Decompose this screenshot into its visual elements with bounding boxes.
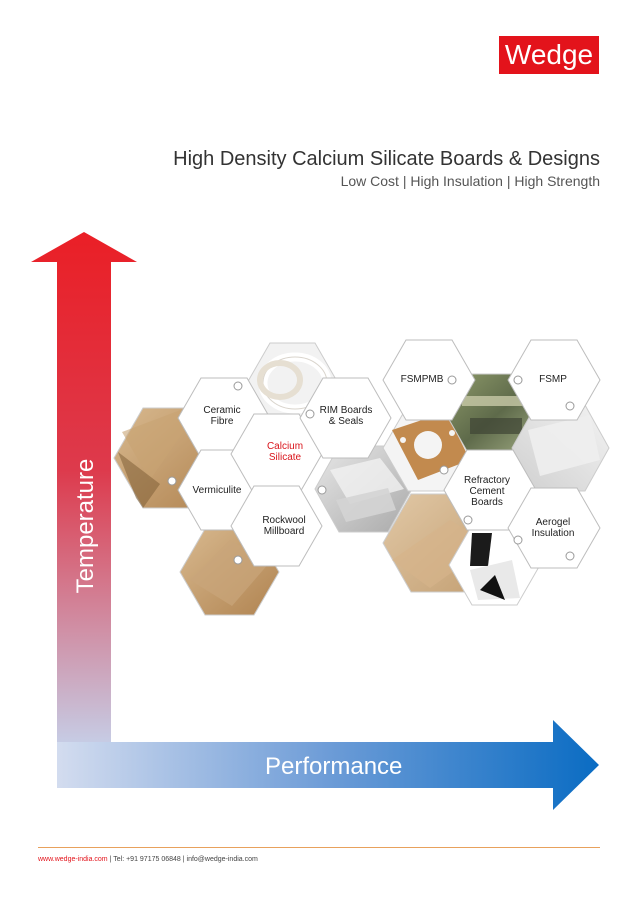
footer-separator: | (180, 856, 187, 863)
label-calcium-silicate: Calcium Silicate (266, 441, 304, 463)
label-rockwool-millboard: Rockwool Millboard (262, 515, 306, 537)
connector-dot (317, 485, 327, 495)
connector-dot (463, 515, 473, 525)
hex-rim-boards-seals (299, 377, 392, 459)
connector-dot (233, 381, 243, 391)
x-axis-label: Performance (265, 753, 403, 780)
connector-dot (305, 409, 315, 419)
hex-rockwool-millboard (230, 485, 323, 567)
connector-dot (513, 535, 523, 545)
label-refractory-cement-boards: Refractory Cement Boards (463, 475, 511, 508)
brand-logo: Wedge (499, 36, 599, 74)
connector-dot (233, 555, 243, 565)
footer: www.wedge-india.com | Tel: +91 97175 068… (38, 856, 258, 863)
connector-dot (513, 375, 523, 385)
connector-dot (565, 551, 575, 561)
label-fsmpmb: FSMPMB (400, 374, 444, 385)
label-vermiculite: Vermiculite (192, 485, 242, 496)
email-link[interactable]: info@wedge-india.com (186, 856, 258, 863)
label-ceramic-fibre: Ceramic Fibre (203, 405, 241, 427)
label-rim-boards-seals: RIM Boards & Seals (319, 405, 373, 427)
connector-dot (167, 476, 177, 486)
hex-photo-white-sheet (511, 404, 610, 492)
footer-separator: | (107, 856, 114, 863)
footer-divider (38, 847, 600, 848)
connector-dot (565, 401, 575, 411)
hex-aerogel (507, 487, 601, 569)
performance-arrow (57, 720, 599, 810)
website-link[interactable]: www.wedge-india.com (38, 856, 108, 863)
temperature-arrow (31, 232, 137, 760)
hex-fsmpmb (382, 339, 476, 421)
label-fsmp: FSMP (539, 374, 567, 385)
page-title: High Density Calcium Silicate Boards & D… (173, 148, 600, 170)
page-subtitle: Low Cost | High Insulation | High Streng… (340, 173, 600, 189)
connector-dot (439, 465, 449, 475)
connector-dot (447, 375, 457, 385)
label-aerogel-insulation: Aerogel Insulation (531, 517, 575, 539)
phone-number: Tel: +91 97175 06848 (113, 856, 181, 863)
hex-photo-grey-boards (314, 445, 413, 533)
hex-fsmp (507, 339, 601, 421)
y-axis-label: Temperature (72, 458, 99, 594)
